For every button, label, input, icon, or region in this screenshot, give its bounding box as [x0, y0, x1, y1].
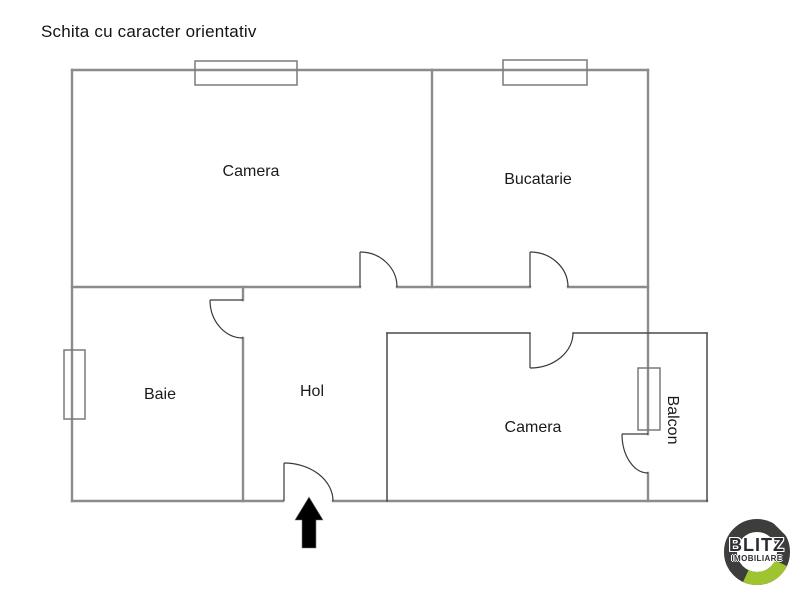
- outer-and-main-walls: [70, 68, 709, 503]
- doors: [209, 251, 649, 502]
- door-swing-arc: [209, 299, 244, 339]
- window-balcon: [637, 367, 661, 431]
- door-swing-arc: [283, 462, 334, 502]
- room-label-bucatarie: Bucatarie: [504, 171, 572, 188]
- door-swing-arc: [529, 251, 569, 288]
- door-swing-arc: [529, 332, 574, 369]
- page-title: Schita cu caracter orientativ: [41, 22, 257, 41]
- door-camera-1: [359, 251, 398, 288]
- window-camera-1: [194, 60, 298, 86]
- room-label-baie: Baie: [143, 386, 177, 403]
- camera2-balcony-walls: [386, 332, 708, 502]
- room-label-camera-2: Camera: [504, 419, 562, 436]
- door-bucatarie: [529, 251, 569, 288]
- logo-slash-icon: [764, 511, 791, 538]
- room-label-camera-1: Camera: [222, 163, 280, 180]
- room-label-hol: Hol: [299, 383, 325, 400]
- door-swing-arc: [359, 251, 398, 288]
- windows: [63, 59, 661, 431]
- door-baie: [209, 299, 244, 339]
- window-baie: [63, 349, 86, 420]
- logo-ring-accent: [743, 560, 787, 585]
- door-entrance: [283, 462, 334, 502]
- room-label-balcon: Balcon: [664, 395, 681, 445]
- entrance-arrow-icon: [294, 496, 324, 549]
- door-balcon: [621, 433, 649, 474]
- window-bucatarie: [502, 59, 588, 86]
- logo-graphic: [724, 511, 791, 585]
- door-swing-arc: [621, 433, 649, 474]
- door-camera-2: [529, 332, 574, 369]
